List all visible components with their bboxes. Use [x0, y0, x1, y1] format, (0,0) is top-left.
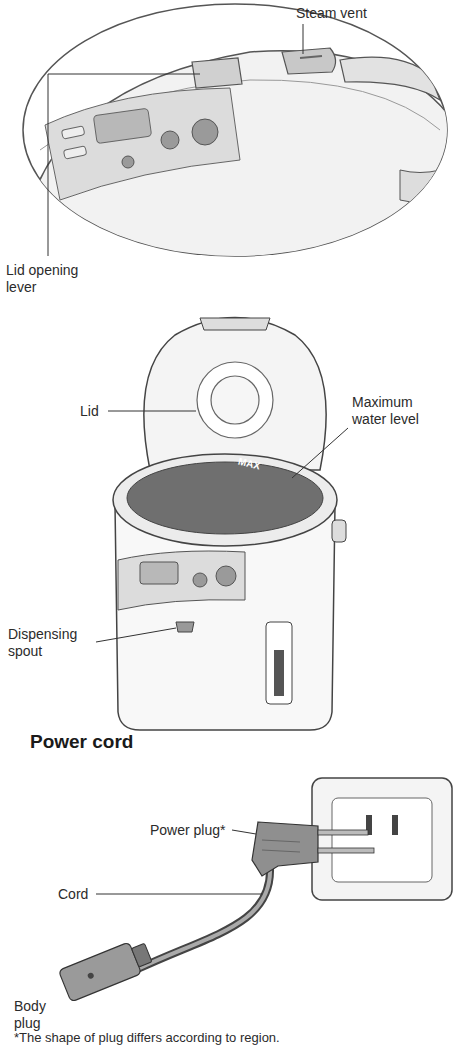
part-label: Dispensing spout: [8, 626, 98, 660]
part-label: Power plug*: [150, 822, 226, 839]
part-label: Lid opening lever: [6, 262, 101, 296]
pot-illustration: [96, 318, 348, 731]
part-label: Cord: [58, 886, 88, 903]
section-heading: Power cord: [30, 730, 133, 753]
part-label: Body plug: [14, 998, 64, 1032]
footnote: *The shape of plug differs according to …: [14, 1030, 280, 1046]
part-label: Steam vent: [296, 5, 367, 22]
zoom-view: [20, 4, 456, 270]
part-label: Maximum water level: [352, 394, 434, 428]
part-label: Lid: [80, 403, 99, 420]
power-cord-illustration: [58, 778, 452, 1002]
